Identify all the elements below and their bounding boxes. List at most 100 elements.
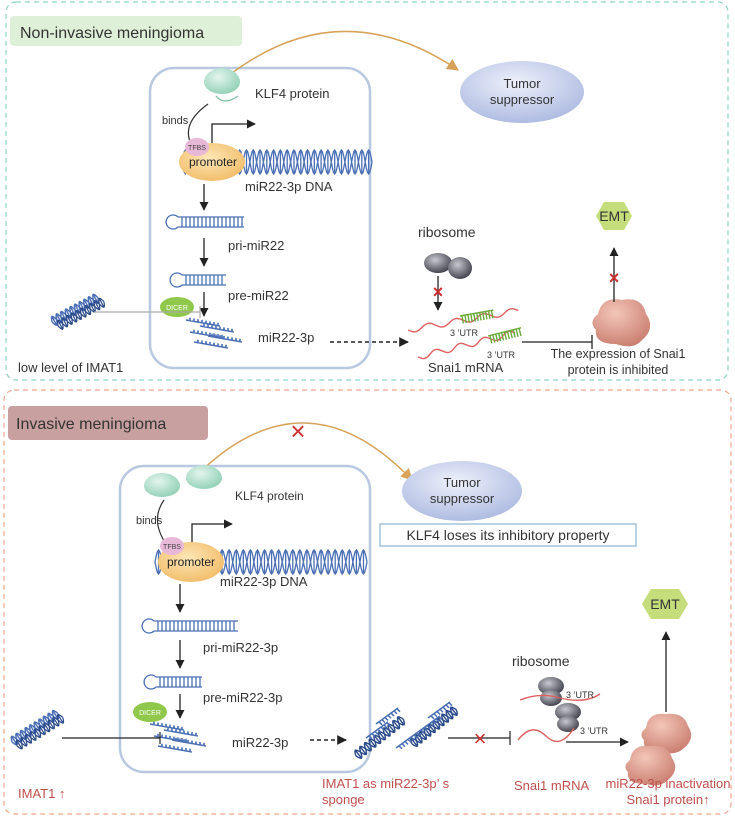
bottom-sponge-label-1: IMAT1 as miR22-3p’ s — [322, 776, 450, 791]
bottom-ribosome-label: ribosome — [512, 653, 570, 669]
top-klf4-to-tumor-arrow — [227, 30, 459, 77]
bottom-snai1-protein-b — [625, 745, 676, 786]
top-expression-label-2: protein is inhibited — [568, 363, 669, 377]
mirna-fragment — [163, 727, 199, 737]
bottom-binds-label: binds — [136, 515, 163, 527]
bottom-sponge-imat1-2 — [410, 706, 458, 747]
mirna-fragment — [157, 743, 193, 753]
top-mature-mirna — [185, 317, 243, 349]
top-pre-label: pre-miR22 — [228, 288, 289, 303]
bottom-tfbs-label: TFBS — [163, 544, 181, 551]
bottom-snai1-mrna-1 — [519, 693, 601, 701]
bottom-dna-label: miR22-3p DNA — [220, 574, 308, 589]
top-klf4-label: KLF4 protein — [255, 86, 329, 101]
bottom-dicer — [133, 702, 167, 722]
bound-mirna-strand — [487, 327, 522, 344]
top-tumor-suppressor — [460, 61, 584, 123]
sponge-mirna-fragment — [365, 721, 391, 740]
bottom-klf4-to-tumor-arrow — [195, 422, 413, 481]
bottom-klf4-protein-a — [144, 473, 180, 497]
top-emt-label: EMT — [599, 208, 629, 224]
bottom-panel-title: Invasive meningioma — [16, 416, 166, 433]
bottom-klf4-lose-label: KLF4 loses its inhibitory property — [406, 527, 609, 543]
top-tfbs-label: TFBS — [188, 145, 206, 152]
top-snai1-protein — [592, 299, 651, 347]
top-panel-title-bg — [10, 16, 242, 46]
bottom-emt-label: EMT — [650, 596, 680, 612]
bottom-cell-boundary — [118, 464, 372, 774]
bottom-tumor-suppressor — [402, 461, 522, 521]
bottom-promoter-label: promoter — [167, 555, 215, 569]
mirna-fragment — [153, 733, 189, 743]
bottom-ribosome-b2 — [557, 716, 579, 732]
top-bound-mirna-2 — [487, 327, 522, 344]
mirna-fragment — [199, 323, 235, 333]
top-promoter-label: promoter — [189, 155, 237, 169]
bottom-tumor-label-2: suppressor — [430, 491, 495, 506]
bottom-pre-label: pre-miR22-3p — [203, 690, 282, 705]
top-emt-block-x: × — [609, 268, 620, 288]
top-bound-mirna-1 — [459, 309, 494, 324]
top-tumor-label-2: suppressor — [490, 92, 555, 107]
mirna-fragment — [207, 333, 243, 343]
bottom-sponge-mirna-bound — [365, 701, 453, 750]
sponge-mirna-fragment — [427, 701, 453, 720]
bottom-tumor-block-x: × — [290, 416, 305, 446]
top-binds-label: binds — [162, 115, 189, 127]
hairpin-strand — [141, 618, 238, 634]
top-panel — [5, 1, 729, 381]
top-pri-mirna — [165, 214, 244, 230]
top-imat1-lncrna-2 — [56, 297, 106, 330]
mirna-fragment — [193, 339, 229, 349]
top-utr-label-2: 3 ’UTR — [487, 350, 516, 360]
mirna-fragment — [171, 737, 207, 747]
top-panel-title: Non-invasive meningioma — [20, 25, 204, 42]
top-ribosome-block-x: × — [433, 282, 444, 302]
mirna-fragment — [149, 721, 185, 731]
top-snai1-mrna-2 — [417, 330, 516, 360]
bottom-ribosome-a — [538, 677, 564, 695]
top-pri-label: pri-miR22 — [228, 238, 284, 253]
top-transcription-start-arrow — [211, 119, 256, 150]
top-utr-label-1: 3 ’UTR — [450, 328, 479, 338]
bottom-snai1-protein-a — [641, 713, 692, 754]
bottom-klf4-label: KLF4 protein — [235, 489, 304, 503]
bottom-utr-label-2: 3 ’UTR — [580, 726, 609, 736]
bottom-panel — [3, 389, 732, 815]
top-dicer-label: DICER — [166, 305, 188, 312]
top-expression-label-1: The expression of Snai1 — [551, 347, 686, 361]
top-snai1-label: Snai1 mRNA — [428, 360, 503, 375]
bottom-sponge-block-x: × — [474, 726, 487, 751]
top-emt-hexagon — [596, 202, 632, 230]
bottom-pri-mirna — [141, 618, 238, 634]
top-tfbs — [185, 138, 209, 156]
bottom-tfbs — [160, 537, 184, 555]
bottom-emt-hexagon — [642, 589, 688, 619]
bottom-sponge-label-2: sponge — [322, 792, 365, 807]
bottom-pri-label: pri-miR22-3p — [203, 640, 278, 655]
top-ribosome-a — [424, 253, 452, 273]
bottom-mature-label: miR22-3p — [232, 735, 288, 750]
hairpin-strand — [143, 674, 202, 690]
bottom-sponge-imat1-1 — [354, 716, 406, 759]
bottom-panel-title-bg — [8, 406, 208, 440]
bottom-klf4-lose-box — [379, 523, 637, 547]
sponge-mirna-fragment — [375, 707, 401, 726]
bottom-snai1-mrna-2 — [517, 727, 575, 743]
top-mature-label: miR22-3p — [258, 330, 314, 345]
bottom-ribosome-a2 — [540, 690, 562, 706]
top-dna-label: miR22-3p DNA — [245, 179, 333, 194]
bottom-dicer-label: DICER — [139, 710, 161, 717]
bottom-imat1-lncrna-2 — [15, 713, 65, 750]
bound-mirna-strand — [459, 309, 494, 324]
bottom-snai1-label: Snai1 mRNA — [514, 778, 589, 793]
top-ribosome-label: ribosome — [418, 224, 476, 240]
hairpin-strand — [169, 272, 226, 288]
bottom-mature-mirna — [149, 721, 207, 753]
sponge-mirna-fragment — [395, 731, 421, 750]
bottom-tumor-label-1: Tumor — [443, 475, 481, 490]
top-tumor-label-1: Tumor — [503, 76, 541, 91]
bottom-klf4-protein-b — [186, 465, 222, 489]
bottom-imat1-lncrna-1 — [10, 709, 60, 746]
